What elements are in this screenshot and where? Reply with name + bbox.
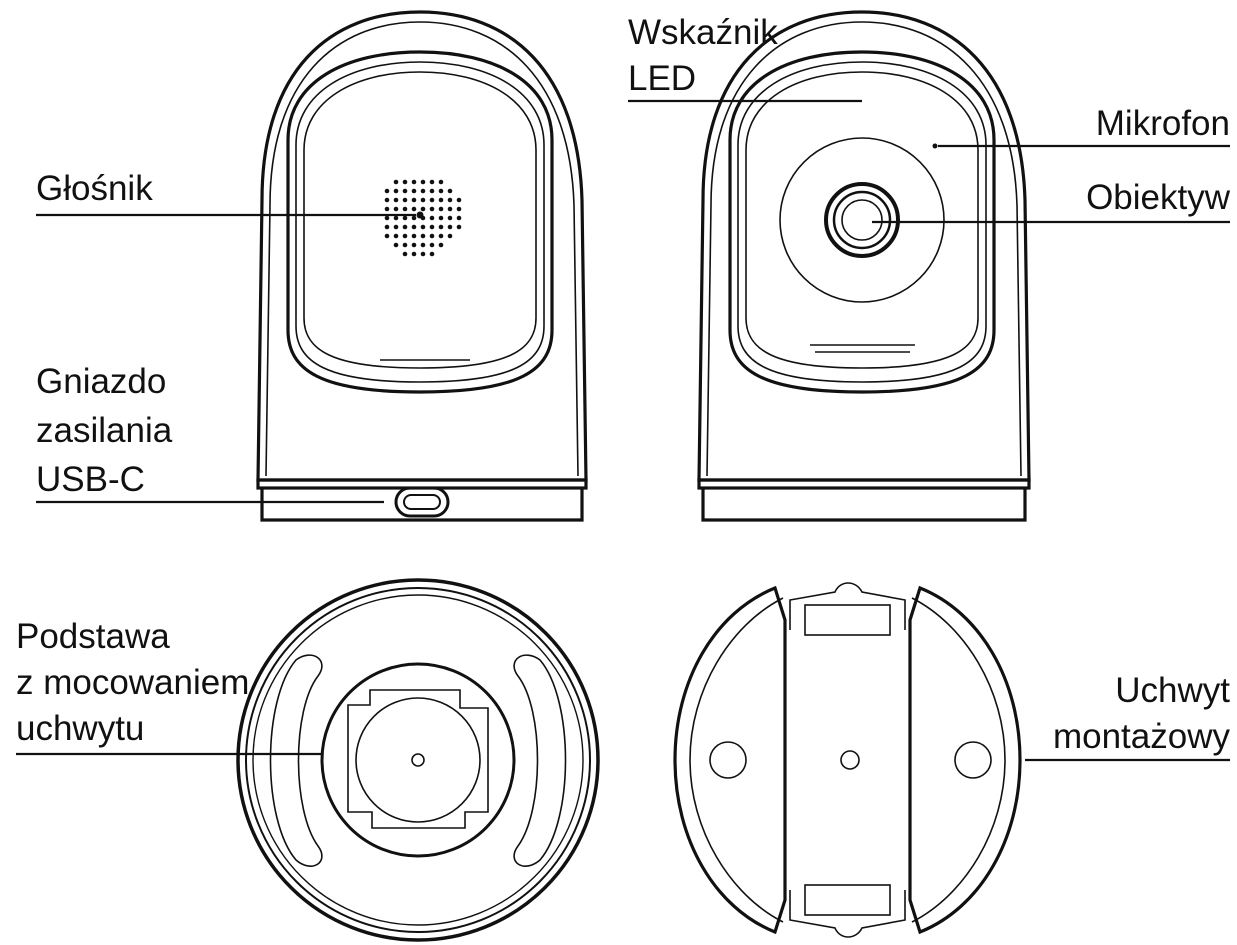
label-power-socket-line3: USB-C bbox=[36, 460, 145, 499]
speaker-hole bbox=[447, 188, 453, 194]
label-led-line2: LED bbox=[628, 59, 696, 98]
speaker-hole bbox=[402, 206, 408, 212]
label-lens: Obiektyw bbox=[1086, 178, 1231, 217]
speaker-hole bbox=[402, 197, 408, 203]
speaker-hole bbox=[420, 188, 426, 194]
speaker-hole bbox=[456, 206, 462, 212]
speaker-hole bbox=[438, 188, 444, 194]
base-bottom-view bbox=[236, 578, 600, 942]
speaker-hole bbox=[429, 206, 435, 212]
speaker-hole bbox=[384, 233, 390, 239]
label-base-line3: uchwytu bbox=[16, 709, 144, 748]
speaker-hole bbox=[402, 215, 408, 221]
speaker-hole bbox=[420, 251, 426, 257]
speaker-hole bbox=[447, 206, 453, 212]
speaker-hole bbox=[447, 224, 453, 230]
speaker-hole bbox=[429, 242, 435, 248]
speaker-hole bbox=[438, 233, 444, 239]
speaker-hole bbox=[393, 233, 399, 239]
speaker-hole bbox=[384, 215, 390, 221]
speaker-hole bbox=[420, 206, 426, 212]
speaker-hole bbox=[438, 224, 444, 230]
speaker-hole bbox=[402, 179, 408, 185]
microphone-hole bbox=[932, 143, 938, 149]
speaker-hole bbox=[402, 251, 408, 257]
speaker-center-hole bbox=[416, 211, 424, 219]
speaker-hole bbox=[429, 188, 435, 194]
speaker-hole bbox=[429, 251, 435, 257]
speaker-hole bbox=[411, 197, 417, 203]
usb-c-port bbox=[394, 486, 450, 518]
speaker-hole bbox=[447, 215, 453, 221]
speaker-hole bbox=[393, 188, 399, 194]
speaker-hole bbox=[438, 179, 444, 185]
label-led-line1: Wskaźnik bbox=[628, 13, 778, 52]
speaker-hole bbox=[429, 179, 435, 185]
speaker-hole bbox=[429, 233, 435, 239]
speaker-hole bbox=[438, 206, 444, 212]
speaker-hole bbox=[429, 197, 435, 203]
speaker-hole bbox=[384, 224, 390, 230]
speaker-hole bbox=[420, 224, 426, 230]
speaker-hole bbox=[447, 197, 453, 203]
speaker-hole bbox=[411, 233, 417, 239]
speaker-hole bbox=[393, 215, 399, 221]
speaker-hole bbox=[456, 215, 462, 221]
speaker-hole bbox=[438, 215, 444, 221]
speaker-hole bbox=[456, 224, 462, 230]
speaker-hole bbox=[393, 179, 399, 185]
speaker-hole bbox=[402, 188, 408, 194]
speaker-hole bbox=[402, 224, 408, 230]
speaker-hole bbox=[384, 188, 390, 194]
speaker-hole bbox=[393, 206, 399, 212]
speaker-hole bbox=[393, 242, 399, 248]
label-mount-line1: Uchwyt bbox=[1115, 671, 1230, 710]
speaker-hole bbox=[393, 197, 399, 203]
label-base-line2: z mocowaniem bbox=[16, 663, 249, 702]
label-base-line1: Podstawa bbox=[16, 617, 170, 656]
speaker-hole bbox=[420, 179, 426, 185]
speaker-hole bbox=[420, 197, 426, 203]
speaker-hole bbox=[411, 188, 417, 194]
speaker-hole bbox=[411, 215, 417, 221]
speaker-hole bbox=[402, 242, 408, 248]
camera-front-view bbox=[697, 10, 1031, 522]
label-mount-line2: montażowy bbox=[1053, 717, 1231, 756]
speaker-hole bbox=[393, 224, 399, 230]
speaker-hole bbox=[411, 251, 417, 257]
speaker-hole bbox=[402, 233, 408, 239]
camera-back-view bbox=[256, 10, 588, 522]
speaker-hole bbox=[429, 224, 435, 230]
speaker-hole bbox=[438, 197, 444, 203]
label-microphone: Mikrofon bbox=[1096, 104, 1230, 143]
label-power-socket-line2: zasilania bbox=[36, 411, 173, 450]
speaker-hole bbox=[420, 233, 426, 239]
speaker-hole bbox=[411, 179, 417, 185]
speaker-hole bbox=[447, 233, 453, 239]
label-speaker: Głośnik bbox=[36, 169, 153, 208]
speaker-hole bbox=[384, 197, 390, 203]
speaker-hole bbox=[429, 215, 435, 221]
speaker-hole bbox=[384, 206, 390, 212]
speaker-grille bbox=[384, 179, 462, 257]
speaker-hole bbox=[456, 197, 462, 203]
speaker-hole bbox=[420, 242, 426, 248]
speaker-hole bbox=[411, 242, 417, 248]
mounting-bracket bbox=[673, 582, 1022, 938]
speaker-hole bbox=[411, 206, 417, 212]
label-power-socket-line1: Gniazdo bbox=[36, 362, 166, 401]
speaker-hole bbox=[438, 242, 444, 248]
speaker-hole bbox=[411, 224, 417, 230]
